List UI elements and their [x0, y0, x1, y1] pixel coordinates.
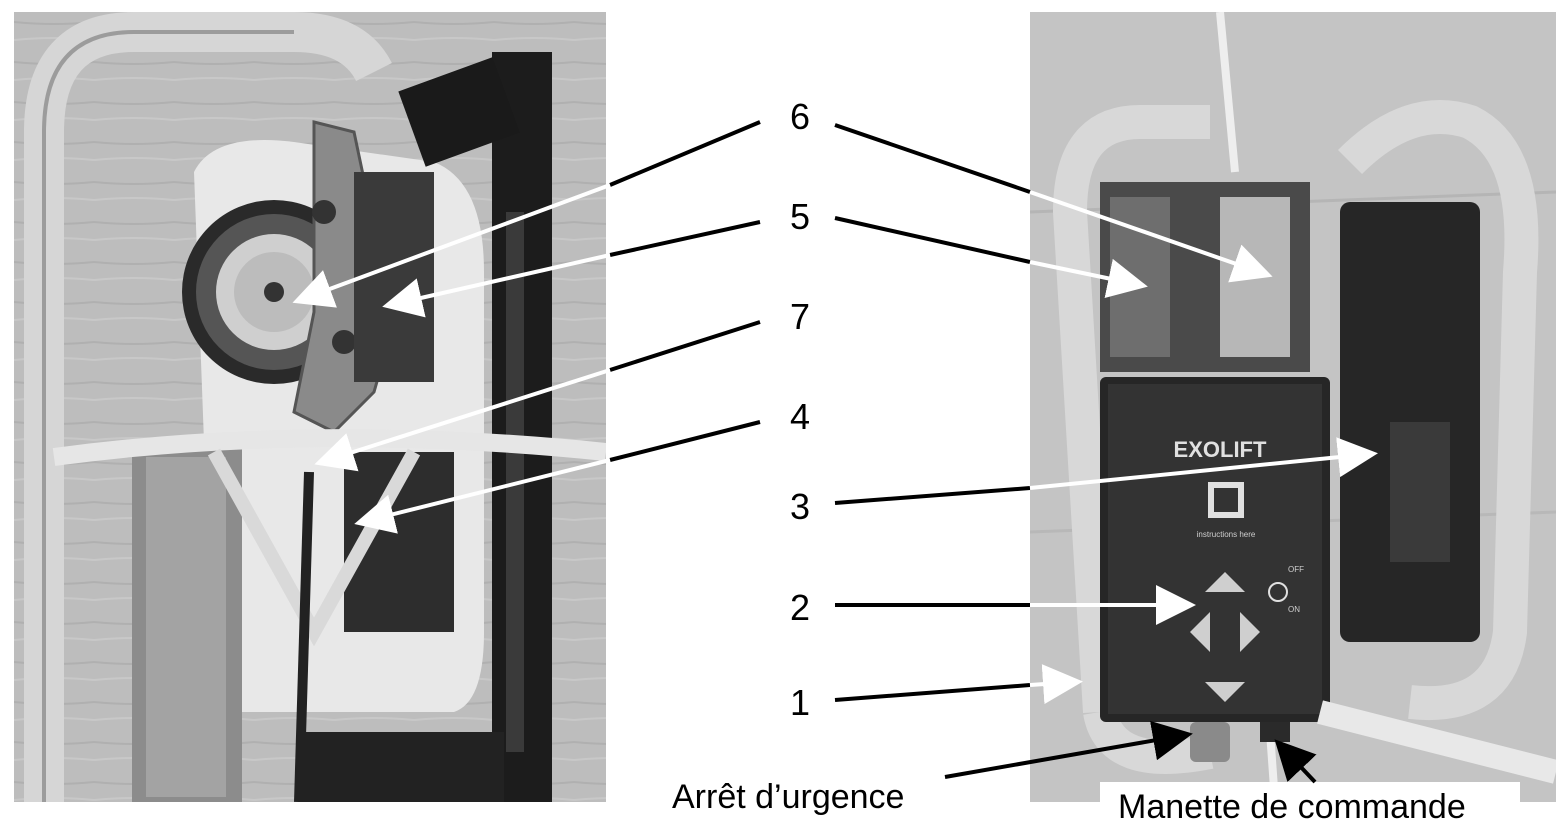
caption-control-handle: Manette de commande — [1118, 788, 1466, 826]
arrow-6-right-black — [834, 123, 1031, 194]
photo-winch-side-view — [14, 12, 606, 802]
arrow-4-black — [609, 420, 761, 462]
arrow-1-black — [834, 683, 1031, 702]
device-brand-label: EXOLIFT — [1174, 437, 1267, 462]
caption-emergency-stop: Arrêt d’urgence — [672, 778, 905, 816]
photo-right-illustration: EXOLIFT instructions here OFF ON — [1030, 12, 1556, 802]
device-on-label: ON — [1288, 605, 1300, 614]
arrow-5-right-black — [834, 216, 1031, 264]
callout-number-4: 4 — [789, 396, 811, 437]
callout-number-5: 5 — [789, 196, 811, 237]
callout-number-6: 6 — [789, 96, 811, 137]
arrow-3-black — [834, 486, 1031, 505]
device-off-label: OFF — [1288, 565, 1304, 574]
callout-number-1: 1 — [789, 682, 811, 723]
callout-number-7: 7 — [789, 296, 811, 337]
arrow-5-left-black — [609, 220, 761, 257]
callout-number-3: 3 — [789, 486, 811, 527]
caption-background — [1100, 782, 1520, 831]
callout-number-2: 2 — [789, 587, 811, 628]
arrow-7-black — [609, 320, 761, 372]
device-instructions-label: instructions here — [1197, 530, 1256, 539]
photo-left-illustration — [14, 12, 606, 802]
photo-control-box-top-view: EXOLIFT instructions here OFF ON — [1030, 12, 1556, 802]
arrow-6-left-black — [609, 120, 761, 187]
